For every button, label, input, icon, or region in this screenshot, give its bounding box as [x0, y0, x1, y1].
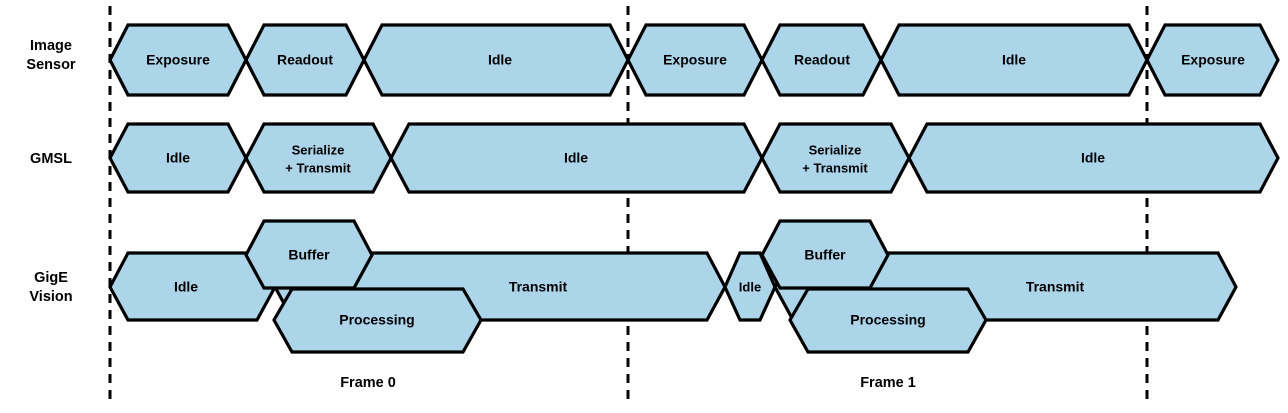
- segment-label-line2: + Transmit: [802, 160, 868, 175]
- segment-label-line1: Serialize: [292, 142, 345, 157]
- segment-gmsl-serialize-transmit-0[interactable]: Serialize + Transmit: [244, 122, 393, 194]
- row-label-gige-vision-line1: GigE: [34, 270, 68, 286]
- segment-label: Transmit: [509, 279, 568, 295]
- segment-label: Processing: [850, 312, 925, 328]
- segment-shape: [244, 122, 393, 194]
- segment-label: Idle: [1002, 52, 1026, 68]
- segment-label: Processing: [339, 312, 414, 328]
- segment-image-sensor-idle-1[interactable]: Idle: [879, 23, 1149, 97]
- segment-image-sensor-exposure-2[interactable]: Exposure: [1145, 23, 1280, 97]
- segment-image-sensor-readout-0[interactable]: Readout: [244, 23, 366, 97]
- segment-label: Idle: [166, 150, 190, 166]
- segment-image-sensor-readout-1[interactable]: Readout: [760, 23, 883, 97]
- segment-label-line1: Serialize: [809, 142, 862, 157]
- segment-shape: [907, 122, 1280, 194]
- row-gige-vision: Idle Transmit Idle Transmit Buffer: [108, 219, 1238, 354]
- frame-label-1: Frame 1: [860, 375, 916, 391]
- segment-shape: [272, 287, 483, 354]
- row-label-image-sensor-line2: Sensor: [26, 57, 76, 73]
- segment-label: Idle: [739, 279, 761, 294]
- segment-image-sensor-exposure-0[interactable]: Exposure: [108, 23, 248, 97]
- segment-label: Readout: [277, 52, 333, 68]
- row-label-image-sensor-line1: Image: [30, 38, 72, 54]
- segment-label: Exposure: [146, 52, 210, 68]
- segment-image-sensor-exposure-1[interactable]: Exposure: [626, 23, 764, 97]
- segment-label: Idle: [174, 279, 198, 295]
- segment-shape: [788, 287, 988, 354]
- segment-label: Idle: [488, 52, 512, 68]
- segment-gmsl-serialize-transmit-1[interactable]: Serialize + Transmit: [760, 122, 911, 194]
- segment-gige-idle-0[interactable]: Idle: [108, 251, 277, 322]
- row-labels: Image Sensor GMSL GigE Vision: [26, 38, 76, 305]
- segment-image-sensor-idle-0[interactable]: Idle: [362, 23, 630, 97]
- segment-shape: [244, 219, 374, 290]
- segment-gmsl-idle-2[interactable]: Idle: [907, 122, 1280, 194]
- frame-dividers: [108, 6, 1149, 400]
- segment-shape: [760, 219, 890, 290]
- segment-label: Exposure: [1181, 52, 1245, 68]
- segment-gmsl-idle-1[interactable]: Idle: [389, 122, 764, 194]
- frame-labels: Frame 0 Frame 1: [340, 375, 916, 391]
- segment-gige-processing-1[interactable]: Processing: [788, 287, 988, 354]
- segment-label: Transmit: [1026, 279, 1085, 295]
- segment-label: Idle: [1081, 150, 1105, 166]
- segment-shape: [760, 122, 911, 194]
- segment-label: Buffer: [804, 247, 846, 263]
- segment-gige-processing-0[interactable]: Processing: [272, 287, 483, 354]
- row-image-sensor: Exposure Readout Idle Exposure Readout: [108, 23, 1280, 97]
- segment-label-line2: + Transmit: [285, 160, 351, 175]
- segment-gige-buffer-0[interactable]: Buffer: [244, 219, 374, 290]
- segment-label: Buffer: [288, 247, 330, 263]
- frame-label-0: Frame 0: [340, 375, 396, 391]
- segment-gige-idle-1[interactable]: Idle: [723, 251, 777, 322]
- segment-label: Idle: [564, 150, 588, 166]
- row-label-gmsl: GMSL: [30, 151, 72, 167]
- segment-label: Readout: [794, 52, 850, 68]
- segment-shape: [1145, 23, 1280, 97]
- segment-gmsl-idle-0[interactable]: Idle: [108, 122, 248, 194]
- row-gmsl: Idle Serialize + Transmit Idle Serialize…: [108, 122, 1280, 194]
- row-label-gige-vision-line2: Vision: [29, 289, 72, 305]
- segment-label: Exposure: [663, 52, 727, 68]
- segment-gige-buffer-1[interactable]: Buffer: [760, 219, 890, 290]
